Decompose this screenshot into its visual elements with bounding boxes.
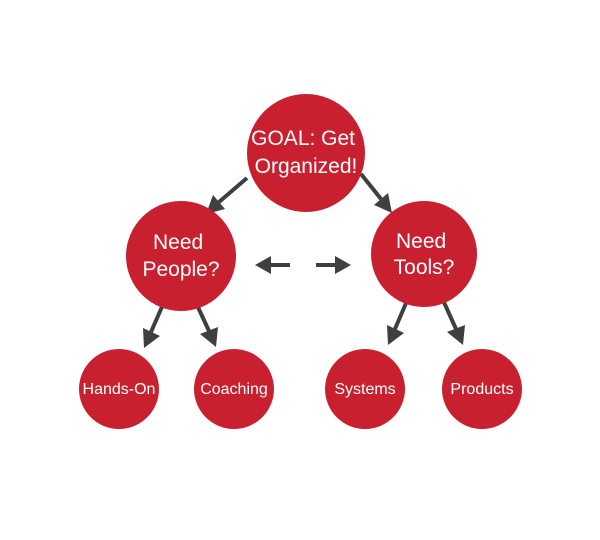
node-goal-line-2: Organized! (255, 155, 358, 178)
node-tools-line-2: Tools? (394, 256, 455, 279)
node-handson-label: Hands-On (83, 381, 156, 398)
node-products: Products (442, 349, 522, 429)
node-goal-label: GOAL: Get Organized! (251, 127, 361, 178)
node-people-line-2: People? (142, 258, 219, 281)
node-products-line-1: Products (450, 381, 513, 398)
node-products-label: Products (450, 381, 513, 398)
node-tools-label: Need Tools? (394, 230, 455, 279)
node-systems-line-1: Systems (334, 381, 395, 398)
node-goal-line-1: GOAL: Get (251, 127, 355, 150)
node-need-tools: Need Tools? (371, 201, 477, 307)
node-coaching: Coaching (194, 349, 274, 429)
node-coaching-label: Coaching (200, 381, 268, 398)
node-coaching-line-1: Coaching (200, 381, 268, 398)
node-people-line-1: Need (153, 231, 203, 254)
node-hands-on: Hands-On (79, 349, 159, 429)
arrow-goal-to-tools (359, 172, 392, 213)
node-need-people: Need People? (126, 201, 236, 311)
arrow-left-bidirectional (255, 256, 290, 274)
node-people-label: Need People? (142, 231, 219, 281)
arrow-right-bidirectional (316, 256, 351, 274)
node-goal: GOAL: Get Organized! (247, 94, 365, 212)
arrow-goal-to-people (206, 176, 249, 214)
node-tools-line-1: Need (396, 230, 446, 253)
node-systems-label: Systems (334, 381, 395, 398)
node-systems: Systems (325, 349, 405, 429)
node-handson-line-1: Hands-On (83, 381, 156, 398)
